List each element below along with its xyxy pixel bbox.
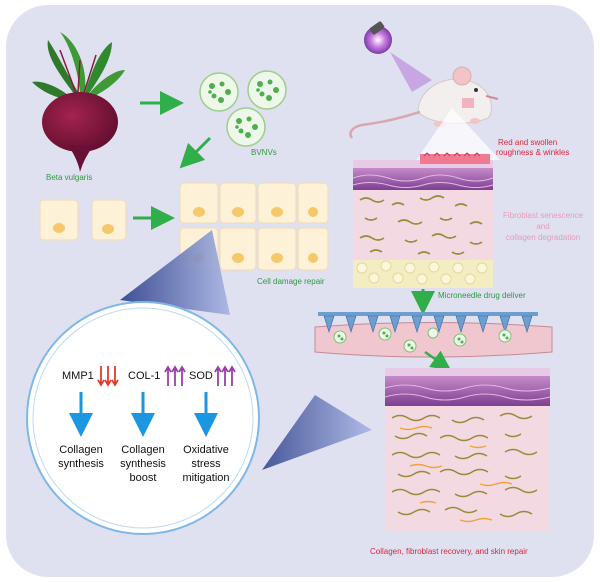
bvnv-vesicles (199, 70, 287, 147)
microneedle-patch (314, 312, 553, 358)
marker-sod: SOD (189, 370, 213, 382)
zoom-cone-cells (120, 230, 230, 315)
label-red-swollen-2: roughness & winkles (496, 148, 570, 157)
label-fibroblast-3: collagen degradation (505, 233, 581, 242)
uv-lamp (364, 21, 432, 92)
beetroot-illustration (32, 32, 125, 172)
zoom-beam-mouse (415, 108, 500, 162)
col1-up-arrows (164, 365, 186, 386)
effect-mmp1: Collagen synthesis (58, 444, 104, 470)
effect-col1: Collagen synthesis boost (120, 444, 166, 484)
label-red-swollen-1: Red and swollen (498, 138, 558, 147)
arrow-to-repaired-skin (424, 350, 452, 371)
damaged-cells (39, 199, 127, 241)
label-microneedle: Microneedle drug deliver (438, 291, 526, 300)
skin-sample-repaired (384, 368, 551, 532)
marker-mmp1: MMP1 (62, 370, 94, 382)
label-cell-damage-repair: Cell damage repair (257, 277, 325, 286)
sod-up-arrows (214, 365, 236, 386)
zoom-cone-skin (262, 395, 372, 470)
label-fibroblast-2: and (536, 222, 550, 231)
label-bvnvs: BVNVs (251, 148, 277, 157)
repaired-cells (179, 182, 329, 271)
marker-col1: COL-1 (128, 370, 161, 382)
label-beta-vulgaris: Beta vulgaris (46, 173, 93, 182)
label-fibroblast-senescence: Fibroblast senescence and collagen degra… (497, 210, 589, 243)
mmp1-down-arrows (97, 366, 119, 387)
effect-sod: Oxidative stress mitigation (182, 444, 230, 484)
arrow-bvnv-to-cells (179, 136, 212, 169)
label-outcome: Collagen, fibroblast recovery, and skin … (370, 547, 528, 556)
mouse-illustration (349, 66, 499, 139)
label-fibroblast-1: Fibroblast senescence (502, 211, 584, 220)
skin-sample-damaged (352, 152, 494, 288)
